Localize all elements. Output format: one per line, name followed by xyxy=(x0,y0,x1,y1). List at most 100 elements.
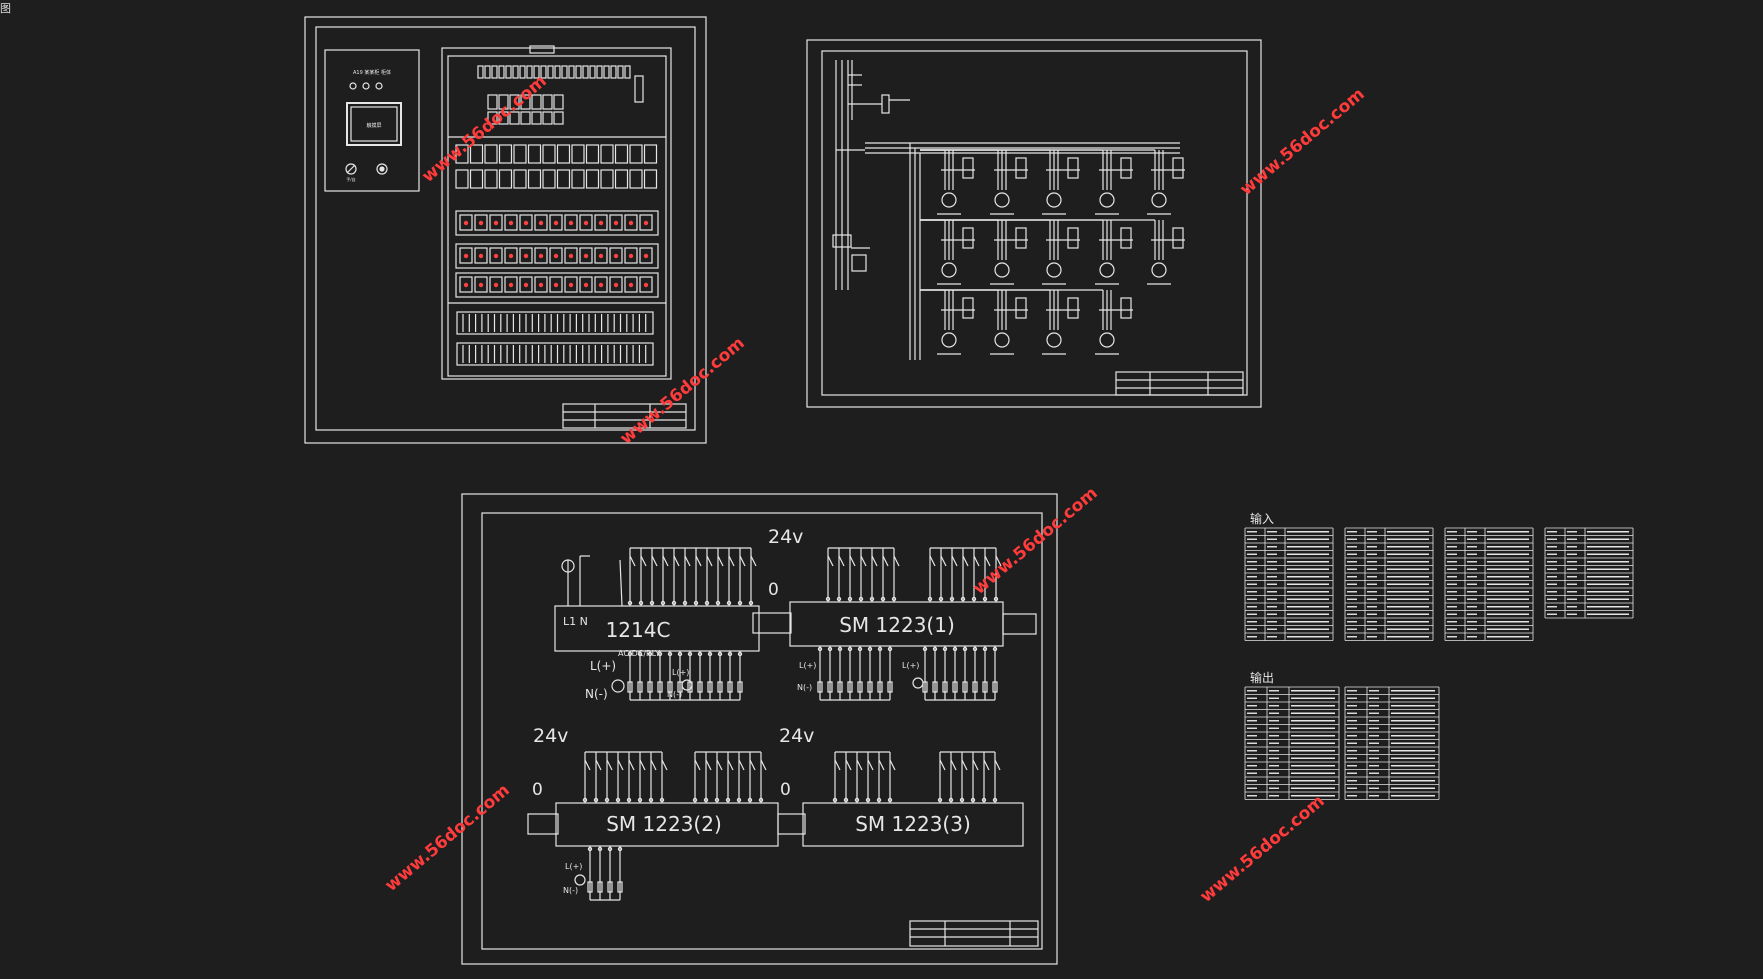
relay-led xyxy=(628,253,634,259)
io-contact xyxy=(882,555,889,567)
io-contact xyxy=(856,759,863,771)
relay xyxy=(579,214,593,231)
terminal xyxy=(526,65,533,79)
terminal-block xyxy=(456,342,654,366)
io-contact xyxy=(595,759,602,771)
io-terminal xyxy=(626,797,632,803)
relay xyxy=(639,214,653,231)
io-coil xyxy=(857,681,863,693)
motor-symbol xyxy=(941,332,957,348)
io-terminal xyxy=(836,596,842,602)
relay xyxy=(564,276,578,293)
io-terminal xyxy=(880,596,886,602)
io-terminal xyxy=(971,596,977,602)
io-terminal xyxy=(992,797,998,803)
relay-rail xyxy=(455,210,659,236)
relay xyxy=(459,214,473,231)
door-panel xyxy=(324,49,420,192)
relay xyxy=(534,276,548,293)
relay xyxy=(549,247,563,264)
relay xyxy=(639,247,653,264)
io-contact xyxy=(738,759,745,771)
io-contact xyxy=(684,555,691,567)
io-contact xyxy=(860,555,867,567)
terminal xyxy=(561,65,568,79)
contactor xyxy=(455,169,469,189)
io-coil xyxy=(627,681,633,693)
io-terminal xyxy=(938,596,944,602)
relay-led xyxy=(613,220,619,226)
io-terminal xyxy=(982,646,988,652)
io-terminal xyxy=(952,646,958,652)
relay-led xyxy=(538,253,544,259)
relay-led xyxy=(523,282,529,288)
label-24v-a: 24v xyxy=(768,526,803,548)
contactor xyxy=(469,169,484,189)
thermal-relay xyxy=(1172,227,1184,249)
thermal-relay xyxy=(1067,297,1079,319)
io-contact xyxy=(950,759,957,771)
io-contact xyxy=(983,759,990,771)
io-terminal xyxy=(747,797,753,803)
thermal-relay xyxy=(962,157,974,179)
io-contact xyxy=(995,555,1002,567)
relay-led xyxy=(508,253,514,259)
io-terminal xyxy=(972,646,978,652)
motor-symbol xyxy=(941,262,957,278)
relay-led xyxy=(643,282,649,288)
thermal-relay xyxy=(962,227,974,249)
io-coil xyxy=(597,881,603,893)
io-coil xyxy=(942,681,948,693)
motor-symbol xyxy=(1099,262,1115,278)
io-coil xyxy=(837,681,843,693)
io-contact xyxy=(629,555,636,567)
io-contact xyxy=(889,759,896,771)
relay-led xyxy=(568,253,574,259)
relay-led xyxy=(493,220,499,226)
label-zero-a: 0 xyxy=(768,580,779,600)
corner-glyph: 图 xyxy=(0,2,11,15)
relay-led xyxy=(553,253,559,259)
io-terminal xyxy=(707,651,713,657)
relay-led xyxy=(538,220,544,226)
thermal-relay xyxy=(962,297,974,319)
io-contact xyxy=(584,759,591,771)
relay-led xyxy=(523,220,529,226)
thermal-relay xyxy=(1172,157,1184,179)
contactor xyxy=(455,144,469,164)
terminal xyxy=(547,65,554,79)
io-contact xyxy=(639,759,646,771)
io-coil xyxy=(877,681,883,693)
breaker xyxy=(531,111,542,125)
relay xyxy=(594,276,608,293)
io-contact xyxy=(878,759,885,771)
sm1-l-plus-2: L(+) xyxy=(902,661,919,670)
cpu-n-minus-small: N(-) xyxy=(667,690,682,699)
io-contact xyxy=(827,555,834,567)
sm2-l-plus: L(+) xyxy=(565,862,582,871)
breaker xyxy=(553,111,564,125)
breaker xyxy=(520,111,531,125)
io-terminal xyxy=(627,600,633,606)
io-terminal xyxy=(703,797,709,803)
io-terminal xyxy=(858,596,864,602)
io-contact xyxy=(694,759,701,771)
thermal-relay xyxy=(1015,227,1027,249)
io-terminal xyxy=(648,797,654,803)
label-24v-b: 24v xyxy=(533,725,568,747)
contactor xyxy=(498,169,513,189)
io-terminal xyxy=(692,797,698,803)
io-contact xyxy=(717,555,724,567)
io-coil xyxy=(962,681,968,693)
contactor xyxy=(600,169,614,189)
relay-led xyxy=(478,282,484,288)
io-terminal xyxy=(867,646,873,652)
touch-screen xyxy=(346,102,402,146)
motor-symbol xyxy=(994,332,1010,348)
io-terminal xyxy=(604,797,610,803)
contactor xyxy=(585,169,600,189)
contactor xyxy=(614,144,629,164)
watermark-5: www.56doc.com xyxy=(381,780,513,896)
io-terminal xyxy=(932,646,938,652)
terminal xyxy=(484,65,491,79)
